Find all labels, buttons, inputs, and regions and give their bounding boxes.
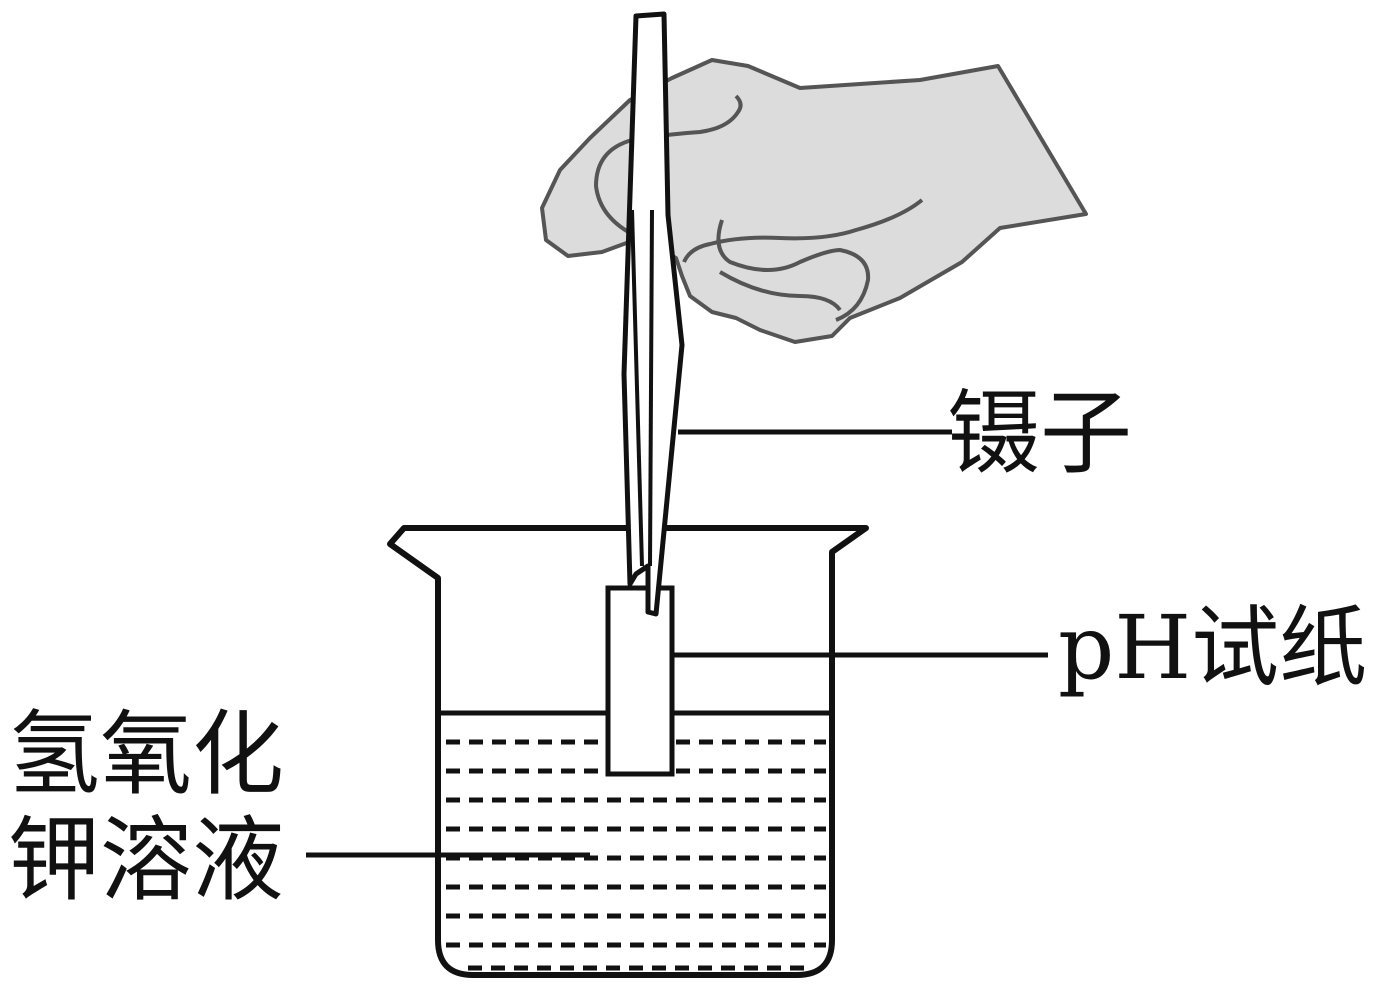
hand-finger-contour: [718, 270, 842, 312]
hand-finger-contour: [682, 198, 924, 263]
solution-label: 氢氧化 钾溶液: [8, 702, 284, 914]
hand-finger-contour: [716, 219, 871, 322]
ph-paper-label: pH试纸: [1058, 596, 1368, 699]
beaker-outline: [387, 525, 869, 978]
tweezers-inner-right: [648, 209, 654, 567]
tweezers-label: 镊子: [948, 380, 1133, 487]
solution-label-line1: 氢氧化: [8, 701, 285, 808]
tweezers-inner-left: [630, 209, 644, 567]
ph-paper-strip: [605, 585, 675, 777]
hand: [540, 58, 1088, 344]
solution-label-line2: 钾溶液: [8, 807, 285, 914]
